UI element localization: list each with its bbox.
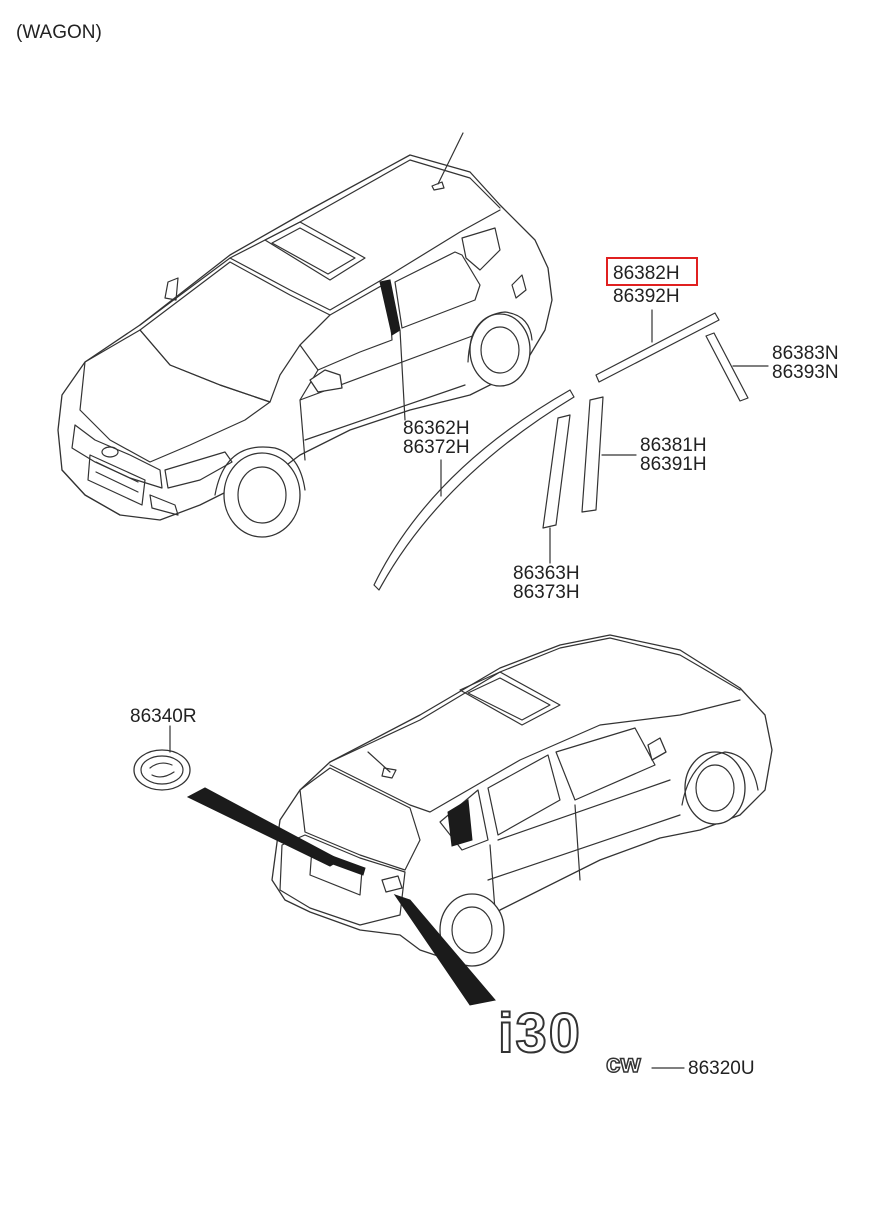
callout-86363H[interactable]: 86363H — [513, 563, 580, 584]
molding-parts-group — [373, 309, 769, 591]
rear-vertical-molding-part — [705, 332, 749, 402]
highlight-box-86382H — [606, 257, 698, 286]
b-pillar-rear-part — [581, 396, 604, 513]
roof-molding-part — [595, 312, 720, 383]
callout-86340R[interactable]: 86340R — [130, 706, 197, 727]
callout-86372H[interactable]: 86372H — [403, 437, 470, 458]
rear-view-car-illustration — [271, 634, 773, 967]
callout-86383N[interactable]: 86383N — [772, 343, 839, 364]
callout-86320U[interactable]: 86320U — [688, 1058, 755, 1079]
callout-labels-top: 86382H 86392H 86383N 86393N 86362H 86372… — [403, 263, 839, 603]
callout-86393N[interactable]: 86393N — [772, 362, 839, 383]
cw-badge-text: cw — [606, 1048, 641, 1078]
header-label: (WAGON) — [16, 22, 102, 43]
callout-86392H[interactable]: 86392H — [613, 286, 680, 307]
rear-badge-group: i30 cw — [393, 894, 685, 1079]
callout-86381H[interactable]: 86381H — [640, 435, 707, 456]
b-pillar-front-part — [542, 414, 571, 529]
i30-badge-text: i30 — [498, 1001, 582, 1064]
callout-86373H[interactable]: 86373H — [513, 582, 580, 603]
front-view-car-illustration — [57, 132, 553, 538]
front-emblem-group — [133, 725, 342, 867]
belt-molding-part — [373, 389, 575, 591]
callout-86382H[interactable]: 86382H — [613, 263, 680, 284]
callout-86391H[interactable]: 86391H — [640, 454, 707, 475]
callout-86362H[interactable]: 86362H — [403, 418, 470, 439]
